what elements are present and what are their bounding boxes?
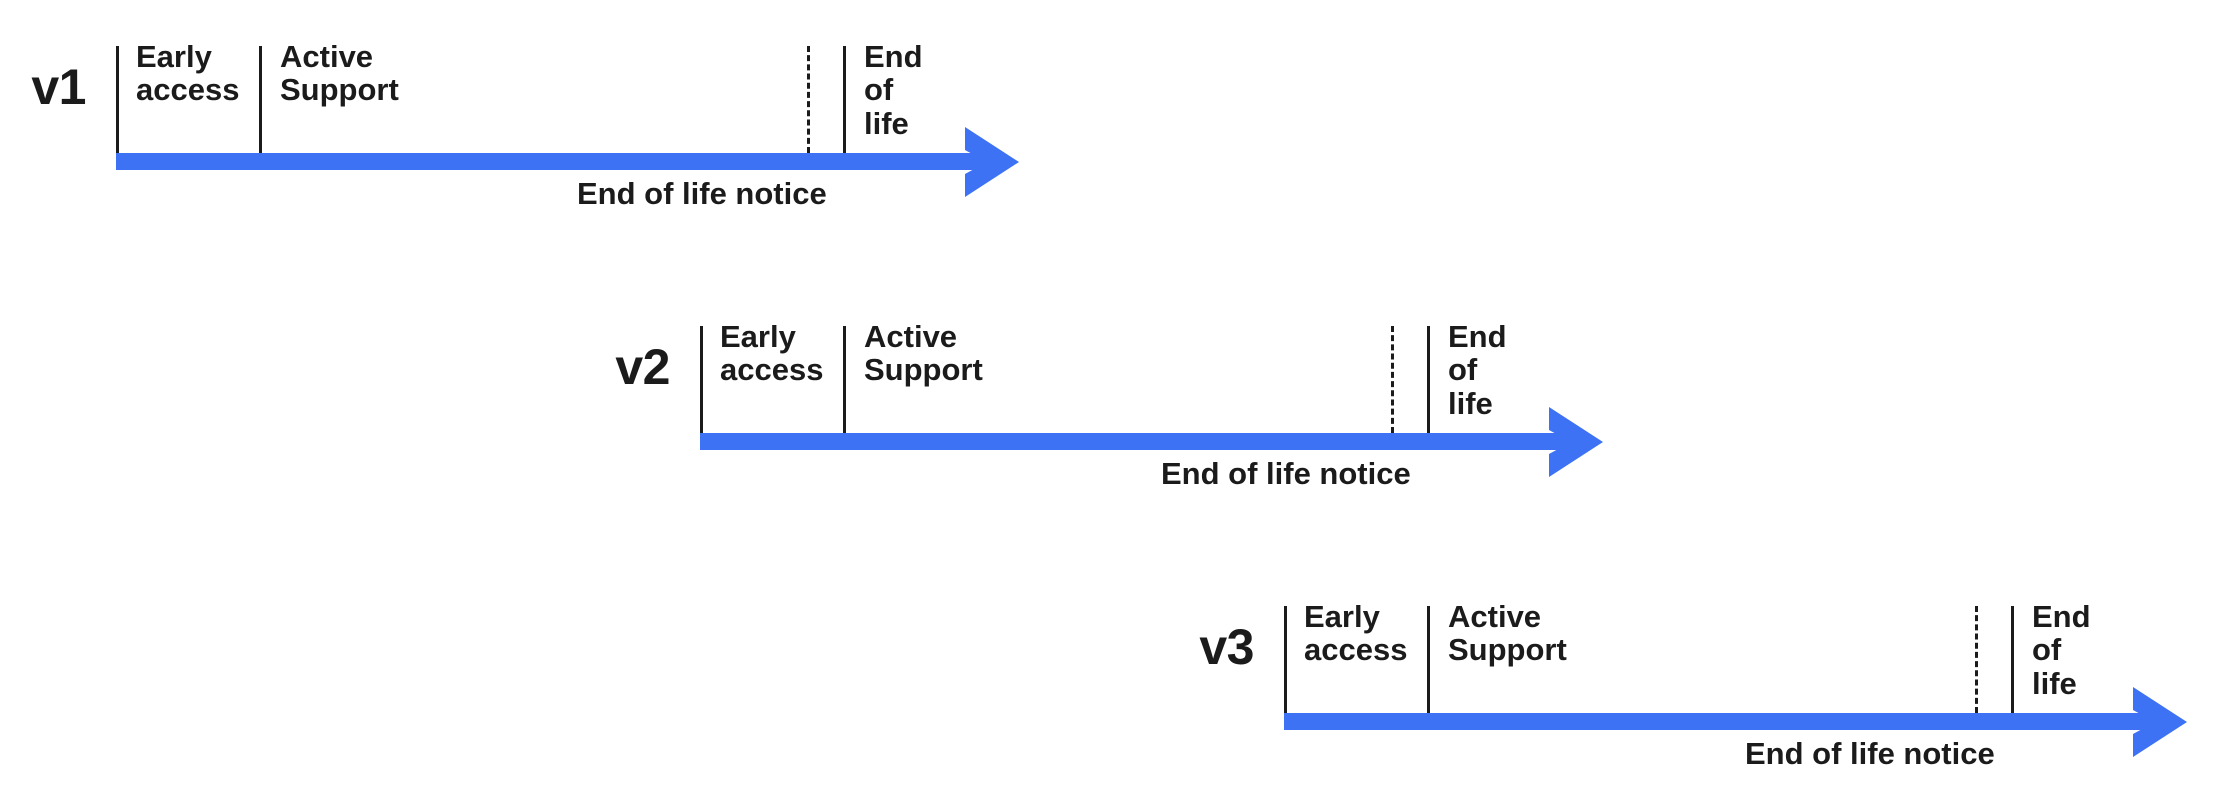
phase-label-end-of-life-v3: End of life [2032,599,2091,701]
arrow-right-icon-v1 [957,124,1029,200]
eol-notice-marker-v2 [1391,326,1394,433]
phase-label-early-access-v3: Early access [1304,599,1408,668]
eol-notice-marker-v1 [807,46,810,153]
bar-caption-v2: End of life notice [1161,456,1411,491]
phase-label-early-access-v2: Early access [720,319,824,388]
phase-divider-start-v3 [1284,606,1287,713]
phase-divider-eol-start-v1 [843,46,846,153]
phase-label-active-support-v1: Active Support [280,39,399,108]
phase-label-end-of-life-v2: End of life [1448,319,1507,421]
phase-divider-early-access-end-v1 [259,46,262,153]
lifecycle-bar-v3 [1284,713,2157,730]
phase-divider-start-v1 [116,46,119,153]
version-label-v2: v2 [615,339,670,395]
lifecycle-bar-v2 [700,433,1573,450]
arrow-right-icon-v3 [2125,684,2197,760]
phase-divider-early-access-end-v3 [1427,606,1430,713]
eol-notice-marker-v3 [1975,606,1978,713]
phase-divider-eol-start-v2 [1427,326,1430,433]
phase-divider-early-access-end-v2 [843,326,846,433]
bar-caption-v3: End of life notice [1745,736,1995,771]
phase-label-active-support-v2: Active Support [864,319,983,388]
version-label-v1: v1 [31,59,86,115]
phase-divider-eol-start-v3 [2011,606,2014,713]
phase-label-early-access-v1: Early access [136,39,240,108]
arrow-right-icon-v2 [1541,404,1613,480]
phase-label-end-of-life-v1: End of life [864,39,923,141]
phase-divider-start-v2 [700,326,703,433]
lifecycle-bar-v1 [116,153,989,170]
phase-label-active-support-v3: Active Support [1448,599,1567,668]
version-label-v3: v3 [1199,619,1254,675]
bar-caption-v1: End of life notice [577,176,827,211]
